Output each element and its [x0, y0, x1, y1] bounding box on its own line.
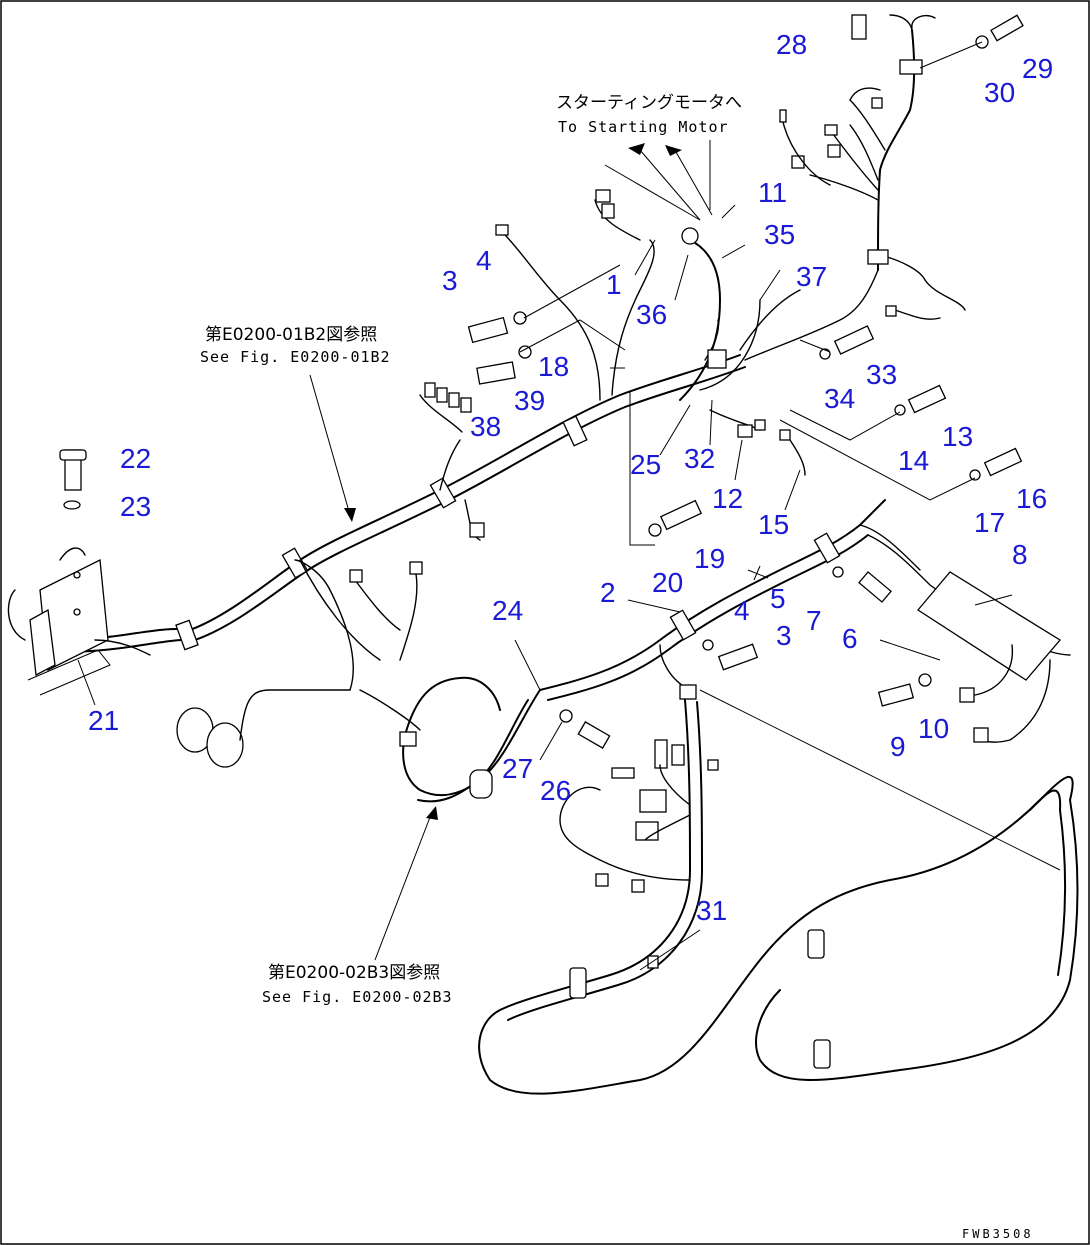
note-starter-en: To Starting Motor — [558, 118, 729, 136]
note-ref1-en: See Fig. E0200-01B2 — [200, 348, 391, 366]
callout-8: 8 — [1012, 539, 1028, 570]
callout-31: 31 — [696, 895, 727, 926]
left-relay-assembly — [7, 449, 151, 696]
note-ref2-en: See Fig. E0200-02B3 — [262, 988, 453, 1006]
callout-25: 25 — [630, 449, 661, 480]
callout-24: 24 — [492, 595, 523, 626]
note-ref1-jp: 第E0200-01B2図参照 — [205, 325, 377, 345]
lower-left-harness — [176, 559, 611, 803]
callout-18: 18 — [538, 351, 569, 382]
callout-9: 9 — [890, 731, 906, 762]
center-harness — [539, 499, 1071, 743]
callout-16: 16 — [1016, 483, 1047, 514]
note-ref2-jp: 第E0200-02B3図参照 — [268, 963, 440, 983]
callout-4: 4 — [476, 245, 492, 276]
callout-10: 10 — [918, 713, 949, 744]
callout-labels: 1 2 3 3 4 4 5 6 7 8 9 10 11 12 13 14 15 … — [88, 29, 1053, 926]
callout-34: 34 — [824, 383, 855, 414]
callout-12: 12 — [712, 483, 743, 514]
fasteners — [467, 264, 1023, 546]
callout-26: 26 — [540, 775, 571, 806]
lower-harness — [478, 639, 1079, 1095]
callout-38: 38 — [470, 411, 501, 442]
callout-2: 2 — [600, 577, 616, 608]
callout-35: 35 — [764, 219, 795, 250]
callout-22: 22 — [120, 443, 151, 474]
callout-19: 19 — [694, 543, 725, 574]
callout-17: 17 — [974, 507, 1005, 538]
callout-3: 3 — [776, 620, 792, 651]
callout-1: 1 — [606, 269, 622, 300]
callout-13: 13 — [942, 421, 973, 452]
callout-21: 21 — [88, 705, 119, 736]
callout-15: 15 — [758, 509, 789, 540]
callout-4: 4 — [734, 595, 750, 626]
main-harness — [59, 189, 879, 653]
callout-leaders — [77, 204, 1013, 971]
callout-27: 27 — [502, 753, 533, 784]
callout-11: 11 — [758, 177, 787, 208]
callout-6: 6 — [842, 623, 858, 654]
callout-29: 29 — [1022, 53, 1053, 84]
note-starter-jp: スターティングモータへ — [556, 93, 742, 113]
callout-33: 33 — [866, 359, 897, 390]
callout-20: 20 — [652, 567, 683, 598]
callout-39: 39 — [514, 385, 545, 416]
callout-14: 14 — [898, 445, 929, 476]
callout-30: 30 — [984, 77, 1015, 108]
callout-32: 32 — [684, 443, 715, 474]
figure-code: FWB3508 — [962, 1227, 1034, 1241]
callout-28: 28 — [776, 29, 807, 60]
callout-37: 37 — [796, 261, 827, 292]
upper-right-harness — [779, 14, 1024, 320]
callout-7: 7 — [806, 605, 822, 636]
callout-5: 5 — [770, 583, 786, 614]
callout-23: 23 — [120, 491, 151, 522]
callout-3: 3 — [442, 265, 458, 296]
note-arrows — [309, 140, 713, 961]
callout-36: 36 — [636, 299, 667, 330]
